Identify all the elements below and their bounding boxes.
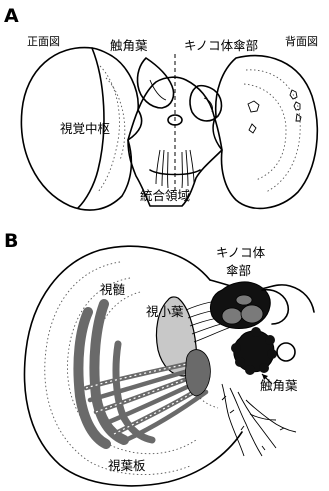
panel-b-letter: B bbox=[4, 230, 18, 252]
mushroom-body-core-3 bbox=[236, 295, 252, 305]
mushroom-body-b bbox=[210, 282, 270, 329]
antennal-lobe-a-inner bbox=[150, 80, 166, 100]
right-optic-inner-2 bbox=[244, 84, 286, 180]
left-optic-inner-2 bbox=[106, 78, 125, 160]
descending-neurites bbox=[222, 384, 296, 456]
right-optic-lobe bbox=[213, 56, 317, 209]
mushroom-body-calyx-a-inner bbox=[204, 98, 213, 112]
label-mushroom-body-b-line2: 傘部 bbox=[226, 263, 251, 278]
panel-b: B bbox=[4, 230, 314, 486]
label-antennal-lobe-a: 触角葉 bbox=[110, 38, 148, 53]
right-lobe-cluster bbox=[248, 90, 301, 133]
label-lobula: 視小葉 bbox=[146, 304, 184, 319]
mushroom-body-core-1 bbox=[222, 308, 242, 324]
mushroom-body-core-2 bbox=[241, 305, 263, 323]
label-lamina: 視葉板 bbox=[108, 458, 146, 473]
lobula-plate bbox=[185, 350, 210, 396]
lobula-inner-dots bbox=[200, 398, 218, 408]
panel-a: A bbox=[4, 5, 318, 210]
label-frontal-view: 正面図 bbox=[27, 35, 60, 48]
label-medulla: 視髄 bbox=[100, 282, 126, 297]
label-mushroom-body-calyx-a: キノコ体傘部 bbox=[184, 38, 258, 53]
label-antennal-lobe-b: 触角葉 bbox=[260, 378, 298, 393]
label-dorsal-view: 背面図 bbox=[285, 34, 318, 48]
label-optic-center: 視覚中枢 bbox=[60, 121, 110, 136]
panel-a-letter: A bbox=[4, 5, 19, 27]
label-mushroom-body-b-line1: キノコ体 bbox=[216, 245, 266, 260]
small-circle-b bbox=[277, 343, 295, 361]
label-integration-area: 統合領域 bbox=[140, 188, 190, 203]
